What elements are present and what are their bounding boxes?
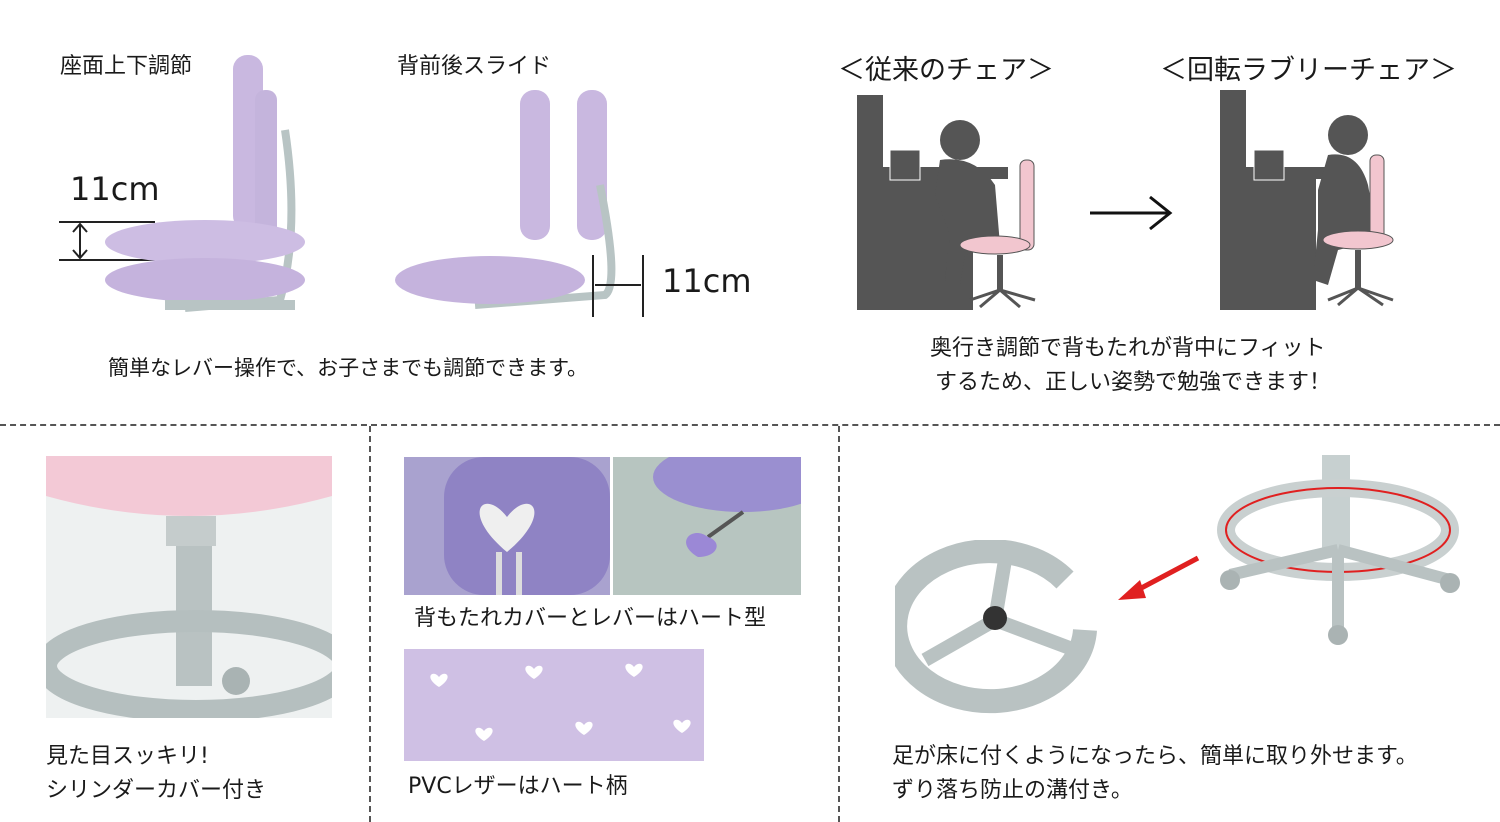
vertical-divider xyxy=(838,426,840,822)
back-slide-measure: 11cm xyxy=(662,262,752,300)
seat-height-title: 座面上下調節 xyxy=(60,54,193,79)
horizontal-divider xyxy=(0,424,1500,426)
cylinder-caption-line2: シリンダーカバー付き xyxy=(46,778,267,803)
cylinder-caption-line1: 見た目スッキリ! xyxy=(46,744,209,769)
lever-caption: 簡単なレバー操作で、お子さまでも調節できます。 xyxy=(108,356,589,380)
heart-backrest-photo xyxy=(404,457,610,595)
red-arrow-icon xyxy=(1118,555,1200,600)
pvc-leather-swatch xyxy=(404,649,704,761)
footrest-caption-line1: 足が床に付くようになったら、簡単に取り外せます。 xyxy=(892,744,1418,769)
conventional-chair-title: ＜従来のチェア＞ xyxy=(838,55,1054,86)
back-slide-title: 背前後スライド xyxy=(397,54,552,79)
cylinder-cover-photo xyxy=(46,456,332,718)
pvc-caption: PVCレザーはハート柄 xyxy=(408,774,628,799)
comparison-caption-line2: するため、正しい姿勢で勉強できます！ xyxy=(935,370,1332,395)
comparison-caption-line1: 奥行き調節で背もたれが背中にフィット xyxy=(930,336,1326,361)
chair-base-with-footrest-photo xyxy=(1217,455,1460,645)
seat-height-chair-image xyxy=(59,55,305,312)
lovely-chair-illustration xyxy=(1220,90,1394,310)
footrest-caption-line2: ずり落ち防止の溝付き。 xyxy=(892,778,1133,803)
back-slide-chair-image xyxy=(395,90,644,317)
heart-caption: 背もたれカバーとレバーはハート型 xyxy=(414,606,767,631)
conventional-chair-illustration xyxy=(857,95,1036,310)
seat-height-measure: 11cm xyxy=(70,170,160,208)
heart-lever-photo xyxy=(613,457,801,595)
arrow-right-icon xyxy=(1090,195,1173,231)
footrest-detached-photo xyxy=(895,540,1097,714)
vertical-divider xyxy=(369,426,371,822)
lovely-chair-title: ＜回転ラブリーチェア＞ xyxy=(1160,55,1457,86)
